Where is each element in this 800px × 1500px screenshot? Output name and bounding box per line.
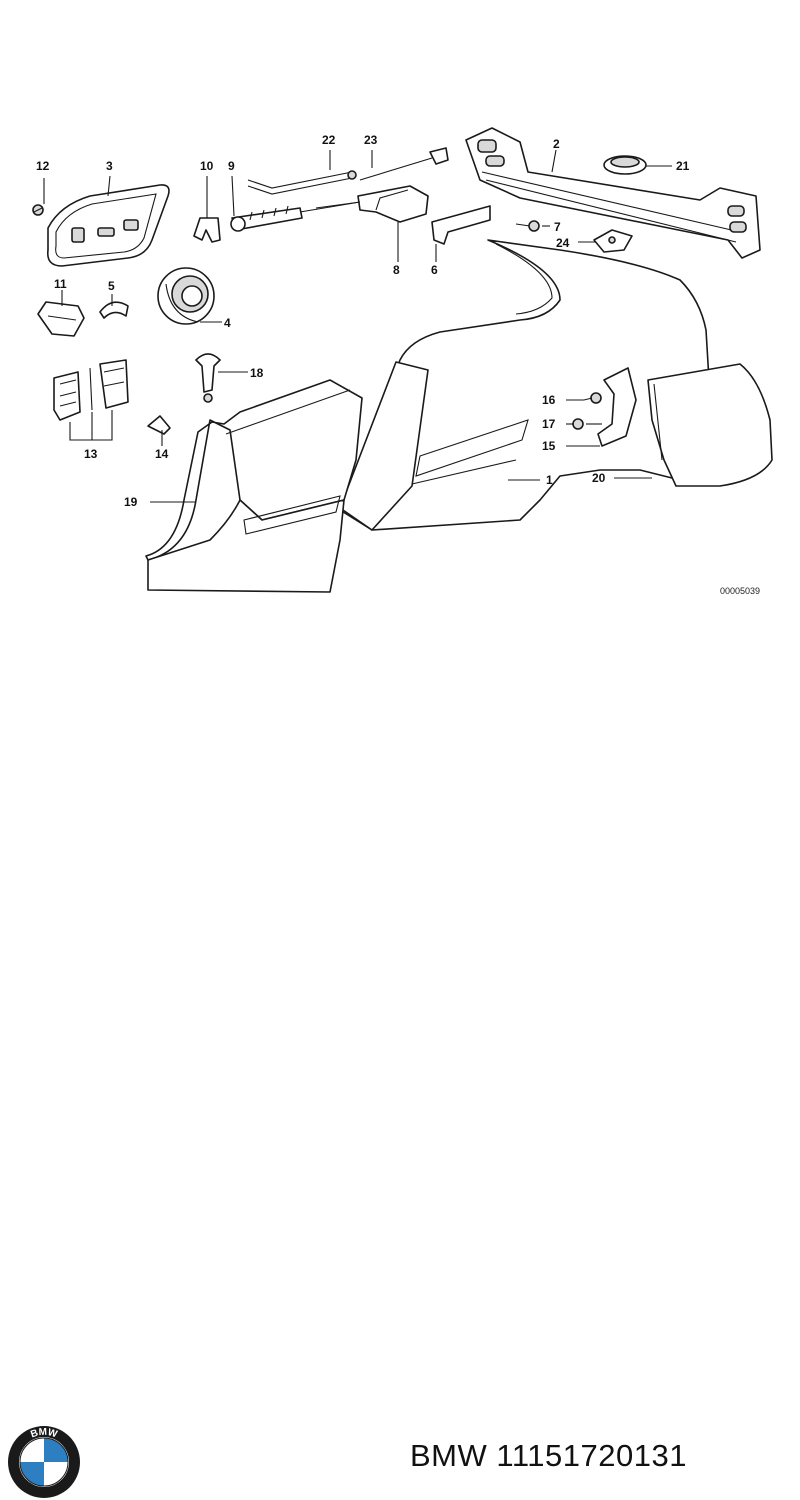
- callout-1: 1: [546, 473, 553, 487]
- brand-part-number: BMW 11151720131: [410, 1438, 687, 1474]
- callout-2: 2: [553, 137, 560, 151]
- callout-8: 8: [393, 263, 400, 277]
- leader-lines: [43, 149, 672, 503]
- part-16-screw: [583, 392, 602, 404]
- callout-19: 19: [124, 495, 138, 509]
- callout-23: 23: [364, 133, 378, 147]
- part-19-sill-panel: [145, 379, 363, 593]
- part-12-screw: [32, 204, 44, 216]
- callout-13: 13: [84, 447, 98, 461]
- part-18-pin: [195, 353, 221, 403]
- part-4-filler-neck: [157, 267, 215, 325]
- callout-11: 11: [54, 277, 67, 291]
- part-10-bracket: [193, 217, 221, 243]
- diagram-reference-code: 00005039: [720, 586, 760, 596]
- callout-labels: 12 3 10 9 22 23 2 21 7 24 8 6 11 5 4 18 …: [36, 133, 760, 596]
- callout-16: 16: [542, 393, 556, 407]
- parts-diagram: 12 3 10 9 22 23 2 21 7 24 8 6 11 5 4 18 …: [32, 127, 773, 596]
- callout-10: 10: [200, 159, 214, 173]
- part-3-panel: [46, 184, 170, 267]
- callout-14: 14: [155, 447, 169, 461]
- callout-6: 6: [431, 263, 438, 277]
- footer: BMW BMW 11151720131: [0, 700, 800, 1498]
- callout-15: 15: [542, 439, 556, 453]
- part-13-brackets: [53, 359, 129, 441]
- callout-20: 20: [592, 471, 606, 485]
- part-15-bracket: [597, 367, 637, 447]
- callout-9: 9: [228, 159, 235, 173]
- part-22-23-cable: [247, 147, 449, 195]
- callout-5: 5: [108, 279, 115, 293]
- callout-17: 17: [542, 417, 556, 431]
- part-number: 11151720131: [496, 1438, 687, 1473]
- part-9-lock-cylinder: [230, 201, 361, 232]
- bmw-logo: BMW: [8, 1426, 80, 1498]
- callout-22: 22: [322, 133, 336, 147]
- brand-name: BMW: [410, 1438, 488, 1473]
- part-21-grommet: [603, 155, 647, 175]
- part-11-hinge: [37, 301, 85, 337]
- part-6-bracket: [431, 205, 491, 245]
- part-14-clip: [147, 415, 171, 435]
- callout-4: 4: [224, 316, 231, 330]
- part-24-clip: [593, 229, 633, 253]
- part-2-rail: [465, 127, 761, 259]
- part-20-fender: [647, 363, 773, 487]
- part-5-clip: [99, 301, 129, 319]
- callout-12: 12: [36, 159, 50, 173]
- callout-7: 7: [554, 220, 561, 234]
- callout-24: 24: [556, 236, 570, 250]
- callout-18: 18: [250, 366, 264, 380]
- callout-3: 3: [106, 159, 113, 173]
- part-7-screw: [515, 220, 540, 232]
- part-8-actuator: [315, 185, 429, 223]
- callout-21: 21: [676, 159, 690, 173]
